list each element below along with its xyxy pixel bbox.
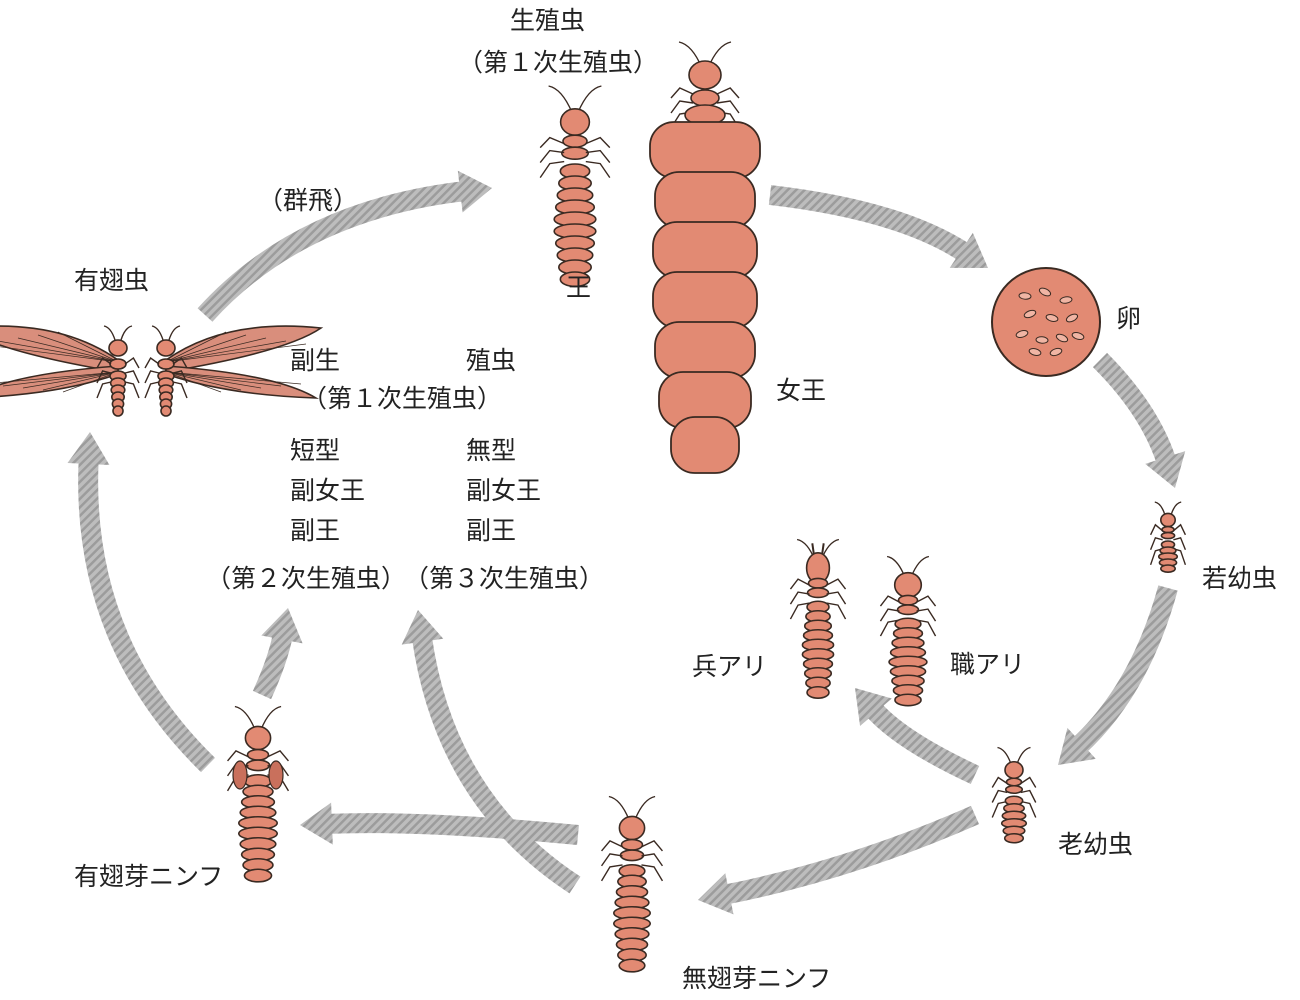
label-egg: 卵 [1116,304,1142,333]
queen-figure [649,41,761,474]
label-king: 王 [566,273,592,302]
arrow-alate-to-reproductive [197,170,492,322]
label-reproductive: 生殖虫 [510,6,586,35]
arrow-winged-nymph-to-alate [67,432,215,773]
label-tertiary-reproductive: （第３次生殖虫） [404,564,605,593]
label-primary-reproductive-mid: （第１次生殖虫） [302,384,503,413]
arrow-winged-nymph-to-secondary [252,608,303,700]
arrow-egg-to-young-larva [1092,352,1186,488]
label-queen: 女王 [776,376,827,405]
label-young-larva: 若幼虫 [1202,564,1278,593]
label-secondary-reproductive: （第２次生殖虫） [206,564,407,593]
alate-figure-right [144,325,324,417]
alate-figure-left [0,325,140,417]
label-no-king: 副王 [466,516,517,545]
cycle-arrows [67,170,1186,915]
arrow-old-larva-to-apterous-nymph [698,805,980,915]
winged-nymph-figure [226,705,290,883]
label-no-queen: 副女王 [466,476,542,505]
soldier-figure [789,538,847,699]
arrow-queen-to-egg [768,185,988,268]
label-winged-nymph: 有翅芽ニンフ [74,862,224,891]
arrow-old-larva-to-soldier-worker [855,688,980,785]
label-short-type: 短型 [290,436,341,465]
label-worker: 職アリ [950,650,1026,679]
worker-figure [879,555,937,707]
arrow-apterous-to-winged-nymph [300,802,579,845]
label-short-king: 副王 [290,516,341,545]
apterous-nymph-figure [600,795,664,973]
label-no-type: 無型 [466,436,517,465]
label-short-queen: 副女王 [290,476,366,505]
label-apterous-nymph: 無翅芽ニンフ [682,964,832,993]
young-larva-figure [1149,501,1187,573]
old-larva-figure [991,746,1037,844]
label-soldier: 兵アリ [692,652,768,681]
label-primary-reproductive-top: （第１次生殖虫） [458,48,659,77]
king-figure [539,85,611,288]
termite-figures [0,41,1187,973]
arrow-apterous-to-tertiary [401,610,581,894]
label-alate: 有翅虫 [74,266,150,295]
label-supplementary-left: 副生 [290,346,341,375]
label-supplementary-right: 殖虫 [466,346,517,375]
egg-cluster [991,267,1101,377]
label-old-larva: 老幼虫 [1058,830,1134,859]
arrow-young-larva-to-old-larva [1058,585,1178,765]
label-swarming: （群飛） [258,186,359,215]
